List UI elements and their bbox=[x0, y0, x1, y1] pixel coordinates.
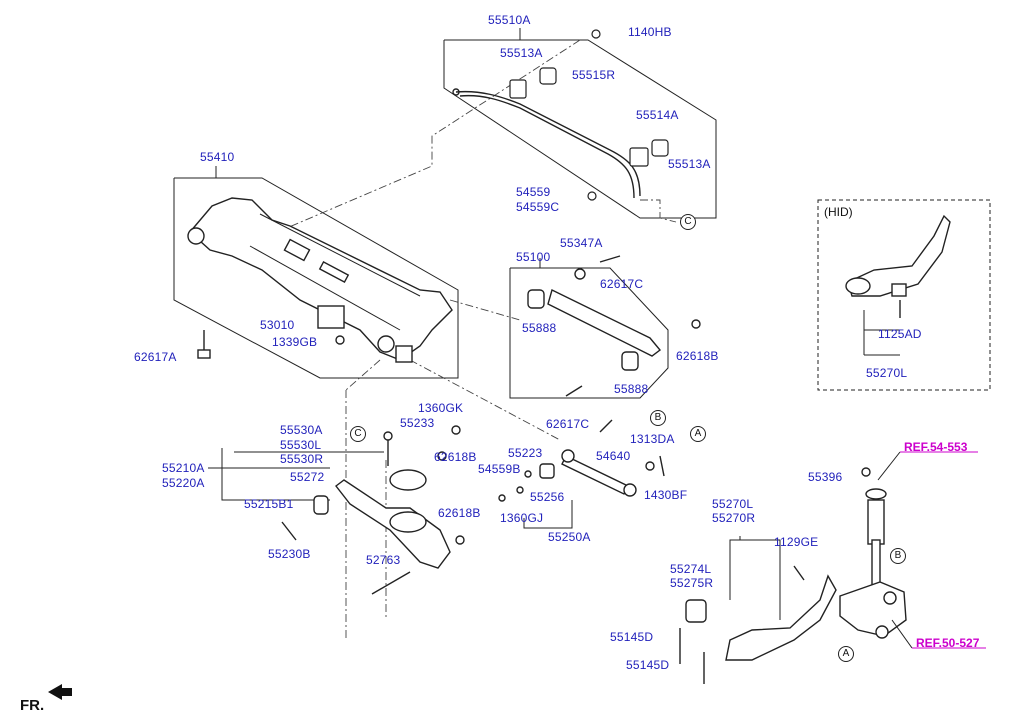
front-direction-arrow bbox=[48, 684, 72, 700]
callout-a-mid: A bbox=[690, 426, 706, 442]
label-1125AD: 1125AD bbox=[878, 327, 922, 341]
label-54559B: 54559B bbox=[478, 462, 521, 476]
crossmember-group-frame bbox=[173, 177, 459, 379]
label-55514A: 55514A bbox=[636, 108, 679, 122]
label-54559: 54559 bbox=[516, 185, 551, 199]
label-55210A: 55210A bbox=[162, 461, 205, 475]
label-1129GE: 1129GE bbox=[774, 535, 819, 549]
label-55515R: 55515R bbox=[572, 68, 616, 82]
label-1140HB: 1140HB bbox=[628, 25, 672, 39]
label-55220A: 55220A bbox=[162, 476, 205, 490]
label-1430BF: 1430BF bbox=[644, 488, 688, 502]
label-54640: 54640 bbox=[596, 449, 631, 463]
label-55410: 55410 bbox=[200, 150, 235, 164]
label-55250A: 55250A bbox=[548, 530, 591, 544]
label-1360GJ: 1360GJ bbox=[500, 511, 544, 525]
label-55510A: 55510A bbox=[488, 13, 531, 27]
label-55272: 55272 bbox=[290, 470, 325, 484]
label-55513A-right: 55513A bbox=[668, 157, 711, 171]
label-55530L: 55530L bbox=[280, 438, 322, 452]
label-55888-lower: 55888 bbox=[614, 382, 649, 396]
label-55888: 55888 bbox=[522, 321, 557, 335]
label-62617C-lower: 62617C bbox=[546, 417, 590, 431]
label-1313DA: 1313DA bbox=[630, 432, 675, 446]
label-55145D: 55145D bbox=[610, 630, 654, 644]
label-1339GB: 1339GB bbox=[272, 335, 318, 349]
label-55230B: 55230B bbox=[268, 547, 311, 561]
hid-title: (HID) bbox=[824, 205, 853, 219]
label-55513A: 55513A bbox=[500, 46, 543, 60]
label-55100: 55100 bbox=[516, 250, 551, 264]
callout-b-right: B bbox=[890, 548, 906, 564]
label-53010: 53010 bbox=[260, 318, 295, 332]
front-label: FR. bbox=[20, 697, 45, 714]
stabilizer-group-frame bbox=[443, 39, 717, 219]
label-55145D-lower: 55145D bbox=[626, 658, 670, 672]
label-62618B-low: 62618B bbox=[438, 506, 481, 520]
label-1360GK: 1360GK bbox=[418, 401, 464, 415]
lateral-arm-frame bbox=[509, 267, 669, 399]
label-55530R: 55530R bbox=[280, 452, 324, 466]
lateral-arm bbox=[527, 255, 701, 397]
callout-c-left: C bbox=[350, 426, 366, 442]
label-55396: 55396 bbox=[808, 470, 843, 484]
callout-b-mid: B bbox=[650, 410, 666, 426]
hid-trailing-arm bbox=[845, 214, 951, 318]
label-55223: 55223 bbox=[508, 446, 543, 460]
label-55270R: 55270R bbox=[712, 511, 756, 525]
crossmember bbox=[187, 197, 453, 363]
label-55530A: 55530A bbox=[280, 423, 323, 437]
label-55347A: 55347A bbox=[560, 236, 603, 250]
ref-link-54-553[interactable]: REF.54-553 bbox=[904, 440, 968, 454]
label-55274L: 55274L bbox=[670, 562, 712, 576]
callout-a-low: A bbox=[838, 646, 854, 662]
label-62617C: 62617C bbox=[600, 277, 644, 291]
trailing-arm bbox=[679, 565, 837, 684]
hid-frame bbox=[817, 199, 991, 391]
label-62618B: 62618B bbox=[676, 349, 719, 363]
ref-link-50-527[interactable]: REF.50-527 bbox=[916, 636, 980, 650]
label-55270L: 55270L bbox=[712, 497, 754, 511]
strut-knuckle bbox=[839, 467, 907, 639]
stabilizer-bushing bbox=[509, 29, 669, 201]
label-55215B1: 55215B1 bbox=[244, 497, 294, 511]
label-55275R: 55275R bbox=[670, 576, 714, 590]
label-55256: 55256 bbox=[530, 490, 565, 504]
lower-control-arm bbox=[281, 425, 465, 595]
trailing-rod bbox=[498, 419, 665, 502]
label-54559C: 54559C bbox=[516, 200, 560, 214]
label-52763: 52763 bbox=[366, 553, 401, 567]
label-62617A: 62617A bbox=[134, 350, 177, 364]
label-55233: 55233 bbox=[400, 416, 435, 430]
label-55270L-hid: 55270L bbox=[866, 366, 908, 380]
callout-c-top: C bbox=[680, 214, 696, 230]
label-62618B-mid: 62618B bbox=[434, 450, 477, 464]
stabilizer-bar bbox=[452, 88, 641, 199]
